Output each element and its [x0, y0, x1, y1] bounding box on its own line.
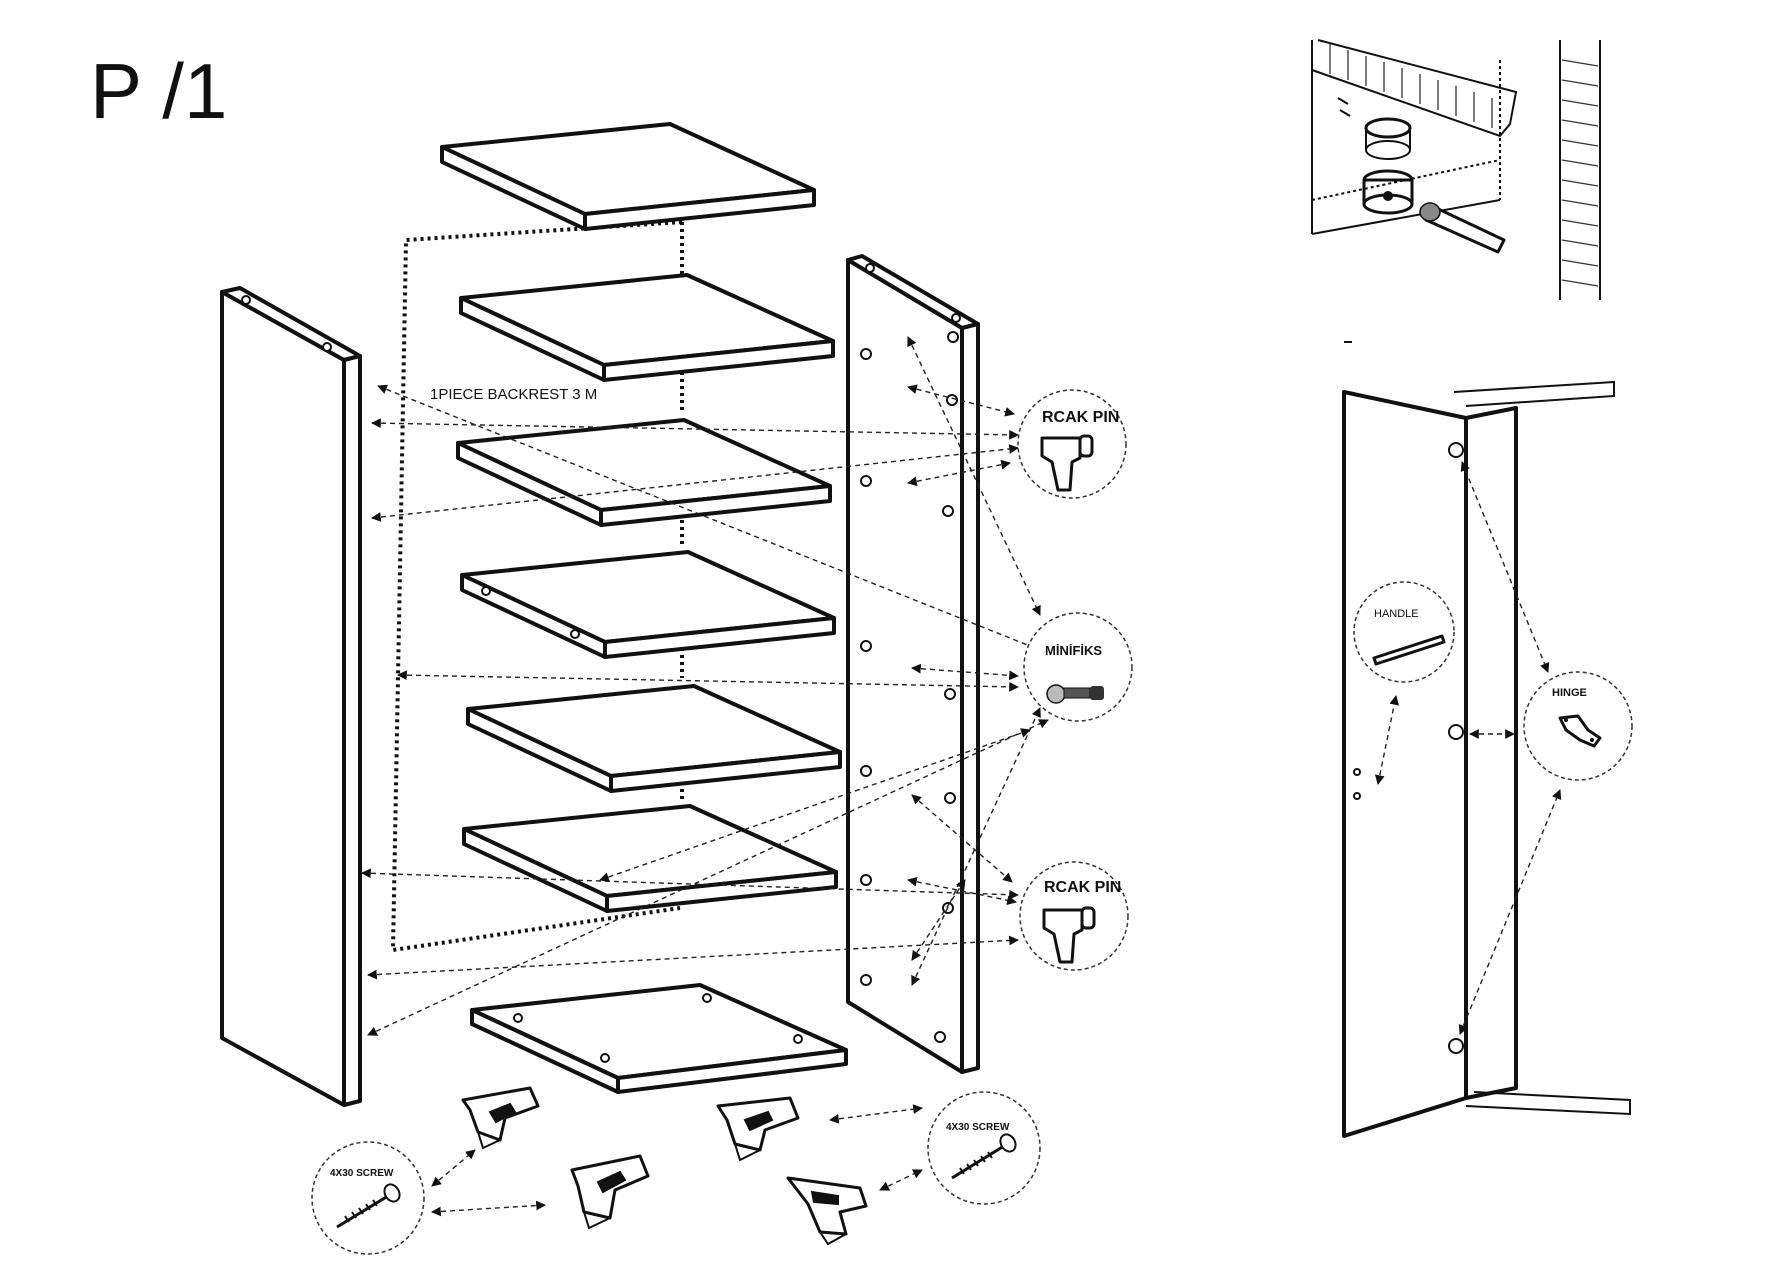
hinge-label: HINGE: [1552, 687, 1587, 699]
handle-icon: [1372, 634, 1446, 666]
shelf-4: [466, 684, 842, 793]
cam-lock-detail-icon: [1311, 39, 1601, 300]
callout-rcak-pin-bottom: RCAK PIN: [1019, 861, 1129, 971]
bottom-panel: [470, 983, 848, 1094]
minifiks-label: MİNİFİKS: [1045, 643, 1102, 658]
minifiks-icon: [1046, 684, 1104, 704]
screw-icon: [951, 1133, 1017, 1180]
top-panel: [440, 122, 816, 231]
callout-hinge: HINGE: [1523, 671, 1633, 781]
right-side-panel: [846, 254, 980, 1074]
hinge-icon: [1558, 714, 1602, 748]
foot-bracket-2: [716, 1096, 800, 1162]
screw-right-label: 4X30 SCREW: [946, 1122, 1010, 1133]
foot-bracket-4: [786, 1176, 868, 1246]
backrest-note: 1PIECE BACKREST 3 M: [430, 386, 597, 403]
rcak-pin-top-label: RCAK PIN: [1042, 409, 1119, 426]
callout-screw-left: 4X30 SCREW: [311, 1141, 425, 1255]
rcak-pin-bottom-label: RCAK PIN: [1044, 879, 1121, 896]
page-label: P /1: [90, 47, 227, 135]
callout-handle: HANDLE: [1353, 581, 1455, 683]
left-side-panel: [220, 286, 362, 1107]
screw-icon: [336, 1183, 401, 1229]
callout-screw-right: 4X30 SCREW: [927, 1091, 1041, 1205]
screw-left-label: 4X30 SCREW: [330, 1168, 394, 1179]
foot-bracket-3: [570, 1154, 650, 1230]
shelf-2: [456, 418, 832, 527]
shelf-1: [459, 273, 835, 382]
shelf-5: [462, 804, 838, 913]
shelf-3: [460, 550, 836, 659]
callout-rcak-pin-top: RCAK PIN: [1017, 389, 1127, 499]
rcak-pin-icon: [1042, 906, 1096, 964]
door-arrows: [1374, 461, 1562, 1035]
rcak-pin-icon: [1040, 434, 1094, 492]
foot-bracket-1: [461, 1086, 540, 1150]
assembly-arrows: [361, 336, 1049, 1217]
callout-minifiks: MİNİFİKS: [1023, 612, 1133, 722]
handle-label: HANDLE: [1374, 608, 1419, 620]
